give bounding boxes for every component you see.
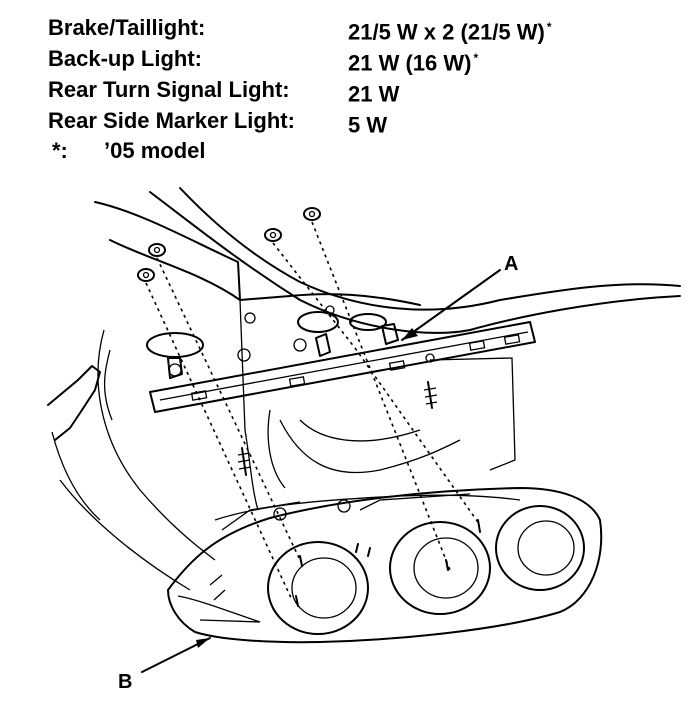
spec-label: Rear Side Marker Light: — [48, 108, 295, 133]
nut-icon — [148, 243, 166, 257]
alignment-guides — [145, 221, 481, 601]
mounting-screws — [237, 381, 438, 476]
callout-label-a: A — [504, 253, 519, 275]
spec-row-brake-taillight: Brake/Taillight: 21/5 W x 2 (21/5 W)* — [48, 12, 668, 44]
model-footnote: *: ’05 model — [52, 138, 205, 164]
spec-row-rear-turn-signal: Rear Turn Signal Light: 21 W — [48, 74, 668, 106]
lamp-ring-center — [389, 521, 491, 615]
nut-icon — [137, 268, 155, 282]
callout-leader-b — [141, 637, 211, 673]
spec-model-mark: * — [473, 51, 479, 65]
bulb-spec-list: Brake/Taillight: 21/5 W x 2 (21/5 W)* Ba… — [48, 12, 668, 137]
body-panel — [47, 187, 681, 591]
spec-model-mark: * — [546, 20, 552, 34]
spec-value: 21 W — [348, 81, 400, 107]
spec-row-rear-side-marker: Rear Side Marker Light: 5 W — [48, 105, 668, 137]
spec-label: Back-up Light: — [48, 46, 202, 71]
callout-label-b: B — [118, 671, 133, 693]
mounting-bracket — [149, 321, 536, 413]
spec-value: 5 W — [348, 112, 388, 138]
footnote-text: ’05 model — [104, 138, 206, 163]
retaining-nuts — [137, 207, 321, 282]
spec-value: 21 W (16 W)* — [348, 50, 479, 76]
footnote-mark: *: — [52, 138, 68, 163]
retaining-clips — [167, 323, 399, 379]
taillight-housing — [167, 487, 603, 644]
spec-label: Rear Turn Signal Light: — [48, 77, 290, 102]
spec-label: Brake/Taillight: — [48, 15, 206, 40]
spec-row-backup-light: Back-up Light: 21 W (16 W)* — [48, 43, 668, 75]
nut-icon — [303, 207, 321, 221]
lamp-ring-right — [495, 505, 585, 591]
spec-value: 21/5 W x 2 (21/5 W)* — [348, 19, 552, 45]
lamp-ring-left — [267, 541, 369, 635]
callout-leader-a — [401, 269, 501, 341]
nut-icon — [264, 228, 282, 242]
